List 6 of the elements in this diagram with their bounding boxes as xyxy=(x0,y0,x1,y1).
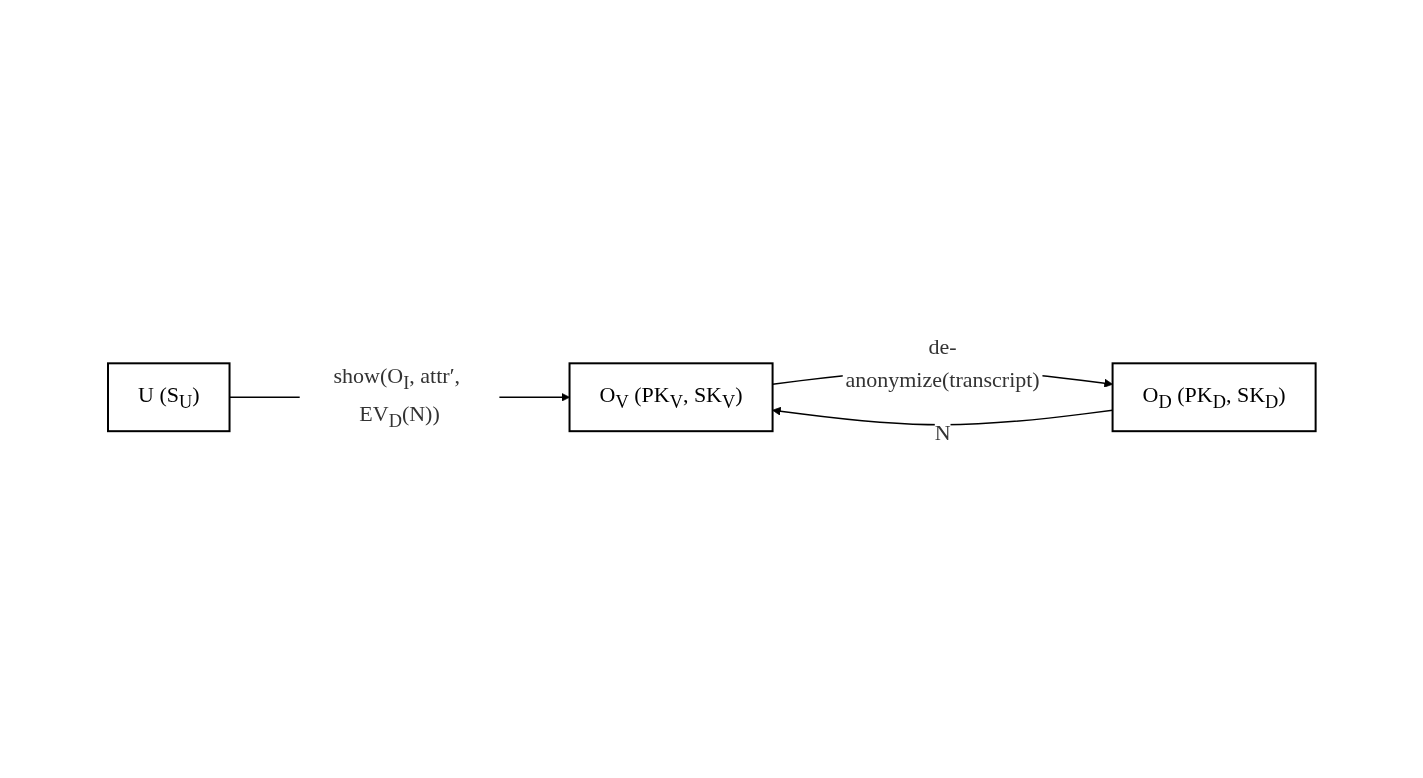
node-box: O$_{V}$ (PK$_{V}$, SK$_{V}$) xyxy=(568,362,774,433)
edge-label: N xyxy=(934,419,951,445)
node-box: O$_{D}$ (PK$_{D}$, SK$_{D}$) xyxy=(1111,362,1317,433)
edge-label: show(O$_{I}$, attr′, EV$_{D}$(N)) xyxy=(333,363,460,431)
edge-label: de-anonymize(transcript) xyxy=(845,333,1040,392)
node-box: U (S$_{U}$) xyxy=(106,362,231,433)
